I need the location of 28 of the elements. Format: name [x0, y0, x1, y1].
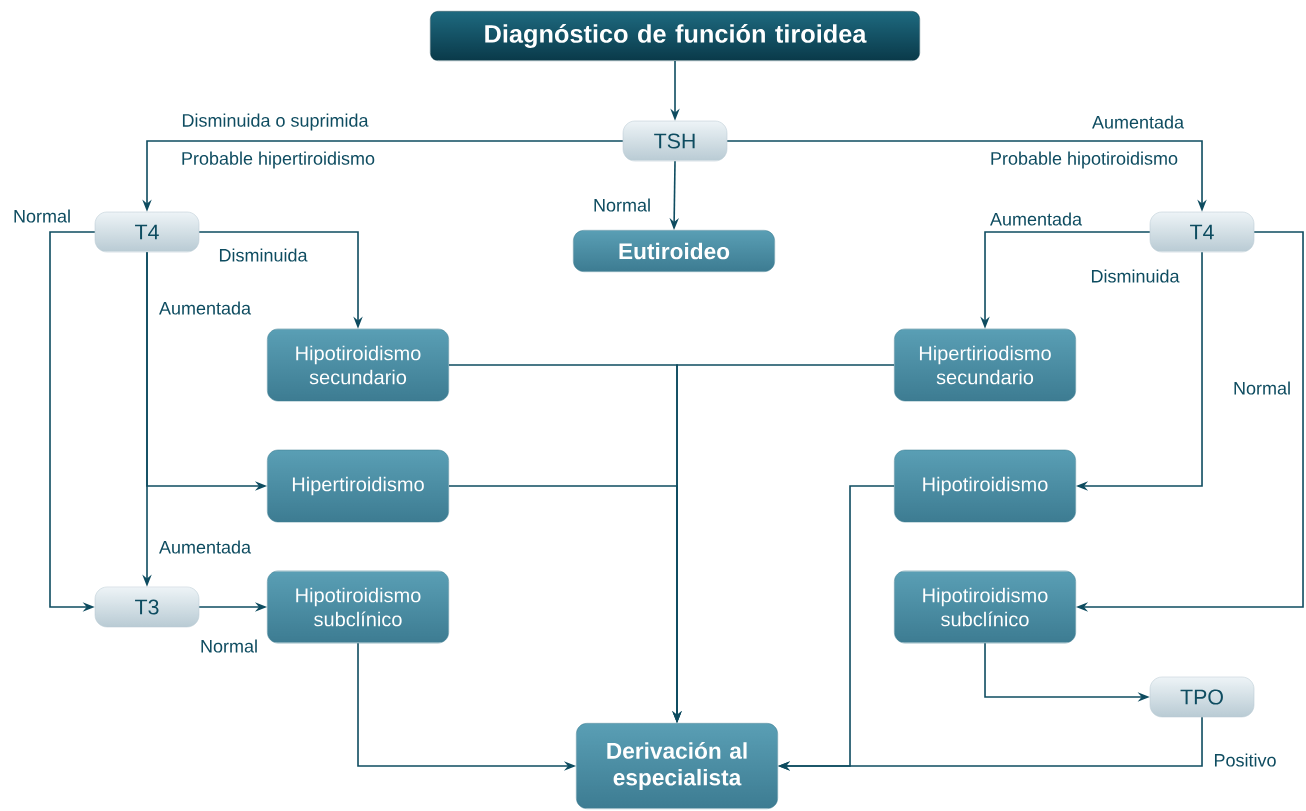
result-box: Hipotiroidismo: [894, 449, 1076, 523]
edge-label: Aumentada: [157, 300, 253, 316]
edge-label: Normal: [591, 197, 653, 213]
edge-label: Aumentada: [157, 539, 253, 555]
result-box: Eutiroideo: [573, 230, 775, 272]
result-box: Hipertiriodismo secundario: [894, 328, 1076, 402]
title-box: Diagnóstico de función tiroidea: [430, 11, 920, 61]
result-box: Hipotiroidismo subclínico: [894, 570, 1076, 644]
test-box: T3: [94, 586, 200, 628]
edge-label: Normal: [198, 638, 260, 654]
result-box: Derivación al especialista: [576, 723, 778, 809]
note-label: Probable hipertiroidismo: [182, 151, 375, 169]
result-box: Hipertiroidismo: [267, 449, 449, 523]
edge-label: Disminuida: [1089, 268, 1181, 284]
edge-label: Normal: [1231, 380, 1293, 396]
test-box: TSH: [622, 120, 728, 162]
test-box: T4: [1149, 211, 1255, 253]
edge-label: Normal: [11, 208, 73, 224]
edge-label: Aumentada: [988, 211, 1084, 227]
note-label: Probable hipotiroidismo: [991, 151, 1178, 169]
test-box: T4: [94, 211, 200, 253]
result-box: Hipotiroidismo subclínico: [267, 570, 449, 644]
result-box: Hipotiroidismo secundario: [267, 328, 449, 402]
edge-label: Disminuida: [217, 247, 309, 263]
edge-label: Disminuida o suprimida: [180, 112, 370, 132]
edge-label: Positivo: [1212, 752, 1278, 768]
edge-label: Aumentada: [1090, 114, 1186, 130]
test-box: TPO: [1149, 676, 1255, 718]
